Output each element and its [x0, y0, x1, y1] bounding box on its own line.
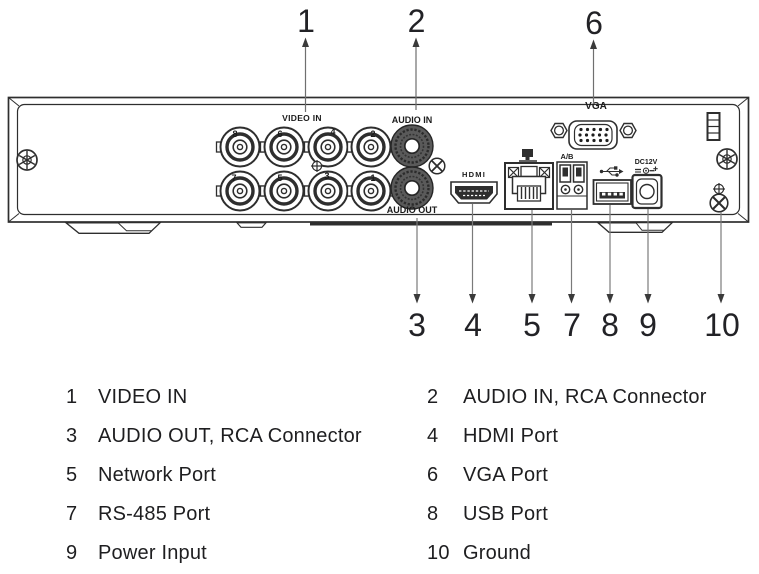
legend-number: 10 — [427, 542, 450, 564]
legend-number: 3 — [66, 425, 78, 447]
rs485-label: A/B — [561, 152, 575, 161]
callout-number-5: 5 — [523, 307, 541, 343]
vga-port: VGA — [550, 101, 637, 150]
vga-nut-left — [550, 122, 568, 139]
legend-number: 4 — [427, 425, 439, 447]
ground-terminal — [709, 182, 729, 213]
legend-label: VGA Port — [463, 464, 548, 486]
rs485-port: A/B — [556, 152, 588, 210]
legend-row-8: 8 USB Port — [420, 503, 759, 526]
legend-label: AUDIO IN, RCA Connector — [463, 386, 707, 408]
legend-row-6: 6 VGA Port — [420, 464, 759, 487]
bnc-number: 5 — [277, 173, 282, 183]
bnc-number: 6 — [277, 129, 282, 139]
video-in-label: VIDEO IN — [282, 113, 322, 123]
legend-number: 2 — [427, 386, 439, 408]
legend-number: 9 — [66, 542, 78, 564]
callout-number-8: 8 — [601, 307, 619, 343]
legend-row-2: 2 AUDIO IN, RCA Connector — [420, 386, 759, 409]
legend-row-10: 10 Ground — [420, 542, 759, 565]
callout-number-7: 7 — [563, 307, 581, 343]
callout-number-2: 2 — [408, 3, 426, 39]
legend-number: 5 — [66, 464, 78, 486]
legend-number: 1 — [66, 386, 78, 408]
legend-number: 8 — [427, 503, 439, 525]
legend-label: Ground — [463, 542, 531, 564]
bnc-number: 3 — [324, 171, 329, 181]
callout-number-9: 9 — [639, 307, 657, 343]
bnc-number: 4 — [330, 127, 335, 137]
legend-row-3: 3 AUDIO OUT, RCA Connector — [55, 425, 420, 448]
legend-label: HDMI Port — [463, 425, 559, 447]
network-port — [504, 149, 554, 210]
bnc-number: 7 — [231, 173, 236, 183]
ground-screw — [709, 193, 729, 213]
power-label: DC12V — [635, 159, 658, 166]
network-pins — [520, 187, 538, 199]
panel-screw-right — [716, 148, 738, 170]
callout-number-4: 4 — [464, 307, 482, 343]
callouts-top: 1 2 6 — [297, 3, 603, 112]
rear-panel-diagram: VIDEO IN 8 6 4 2 7 5 3 1 AUDIO IN AUDIO … — [7, 3, 750, 343]
legend-row-5: 5 Network Port — [55, 464, 420, 487]
legend-label: Power Input — [98, 542, 207, 564]
callout-number-6: 6 — [585, 5, 603, 41]
legend: 1 VIDEO IN 2 AUDIO IN, RCA Connector 3 A… — [55, 386, 759, 565]
legend-label: VIDEO IN — [98, 386, 188, 408]
vga-nut-right — [619, 122, 637, 139]
legend-row-7: 7 RS-485 Port — [55, 503, 420, 526]
polarity-icon — [635, 166, 658, 174]
rca-audio-out — [389, 165, 435, 211]
usb-port — [592, 166, 632, 205]
legend-label: RS-485 Port — [98, 503, 211, 525]
vga-pins — [578, 127, 609, 143]
callout-number-10: 10 — [704, 307, 740, 343]
panel-screw-left — [16, 149, 38, 171]
legend-row-1: 1 VIDEO IN — [55, 386, 420, 409]
legend-row-4: 4 HDMI Port — [420, 425, 759, 448]
legend-number: 7 — [66, 503, 78, 525]
screw-icon — [428, 157, 446, 175]
audio-block: AUDIO IN AUDIO OUT — [387, 115, 446, 215]
bnc-number: 8 — [232, 129, 237, 139]
bnc-number: 2 — [370, 129, 375, 139]
hdmi-port: HDMI — [450, 170, 498, 204]
hdmi-label: HDMI — [462, 170, 486, 179]
callout-number-1: 1 — [297, 3, 315, 39]
rca-audio-in — [389, 123, 435, 169]
power-input: DC12V — [631, 159, 663, 210]
dip-component — [706, 112, 721, 141]
callouts-bottom: 3 4 5 7 8 9 10 — [408, 204, 740, 343]
video-in-block: VIDEO IN 8 6 4 2 7 5 3 1 — [214, 113, 397, 213]
legend-label: Network Port — [98, 464, 216, 486]
legend-row-9: 9 Power Input — [55, 542, 420, 565]
network-icon — [519, 149, 537, 162]
legend-number: 6 — [427, 464, 439, 486]
usb-icon — [599, 166, 624, 177]
legend-label: AUDIO OUT, RCA Connector — [98, 425, 362, 447]
legend-label: USB Port — [463, 503, 548, 525]
audio-in-label: AUDIO IN — [392, 115, 433, 125]
vga-label: VGA — [585, 101, 607, 112]
callout-number-3: 3 — [408, 307, 426, 343]
audio-out-label: AUDIO OUT — [387, 205, 438, 215]
usb-pins — [602, 192, 623, 196]
bnc-number: 1 — [370, 173, 375, 183]
